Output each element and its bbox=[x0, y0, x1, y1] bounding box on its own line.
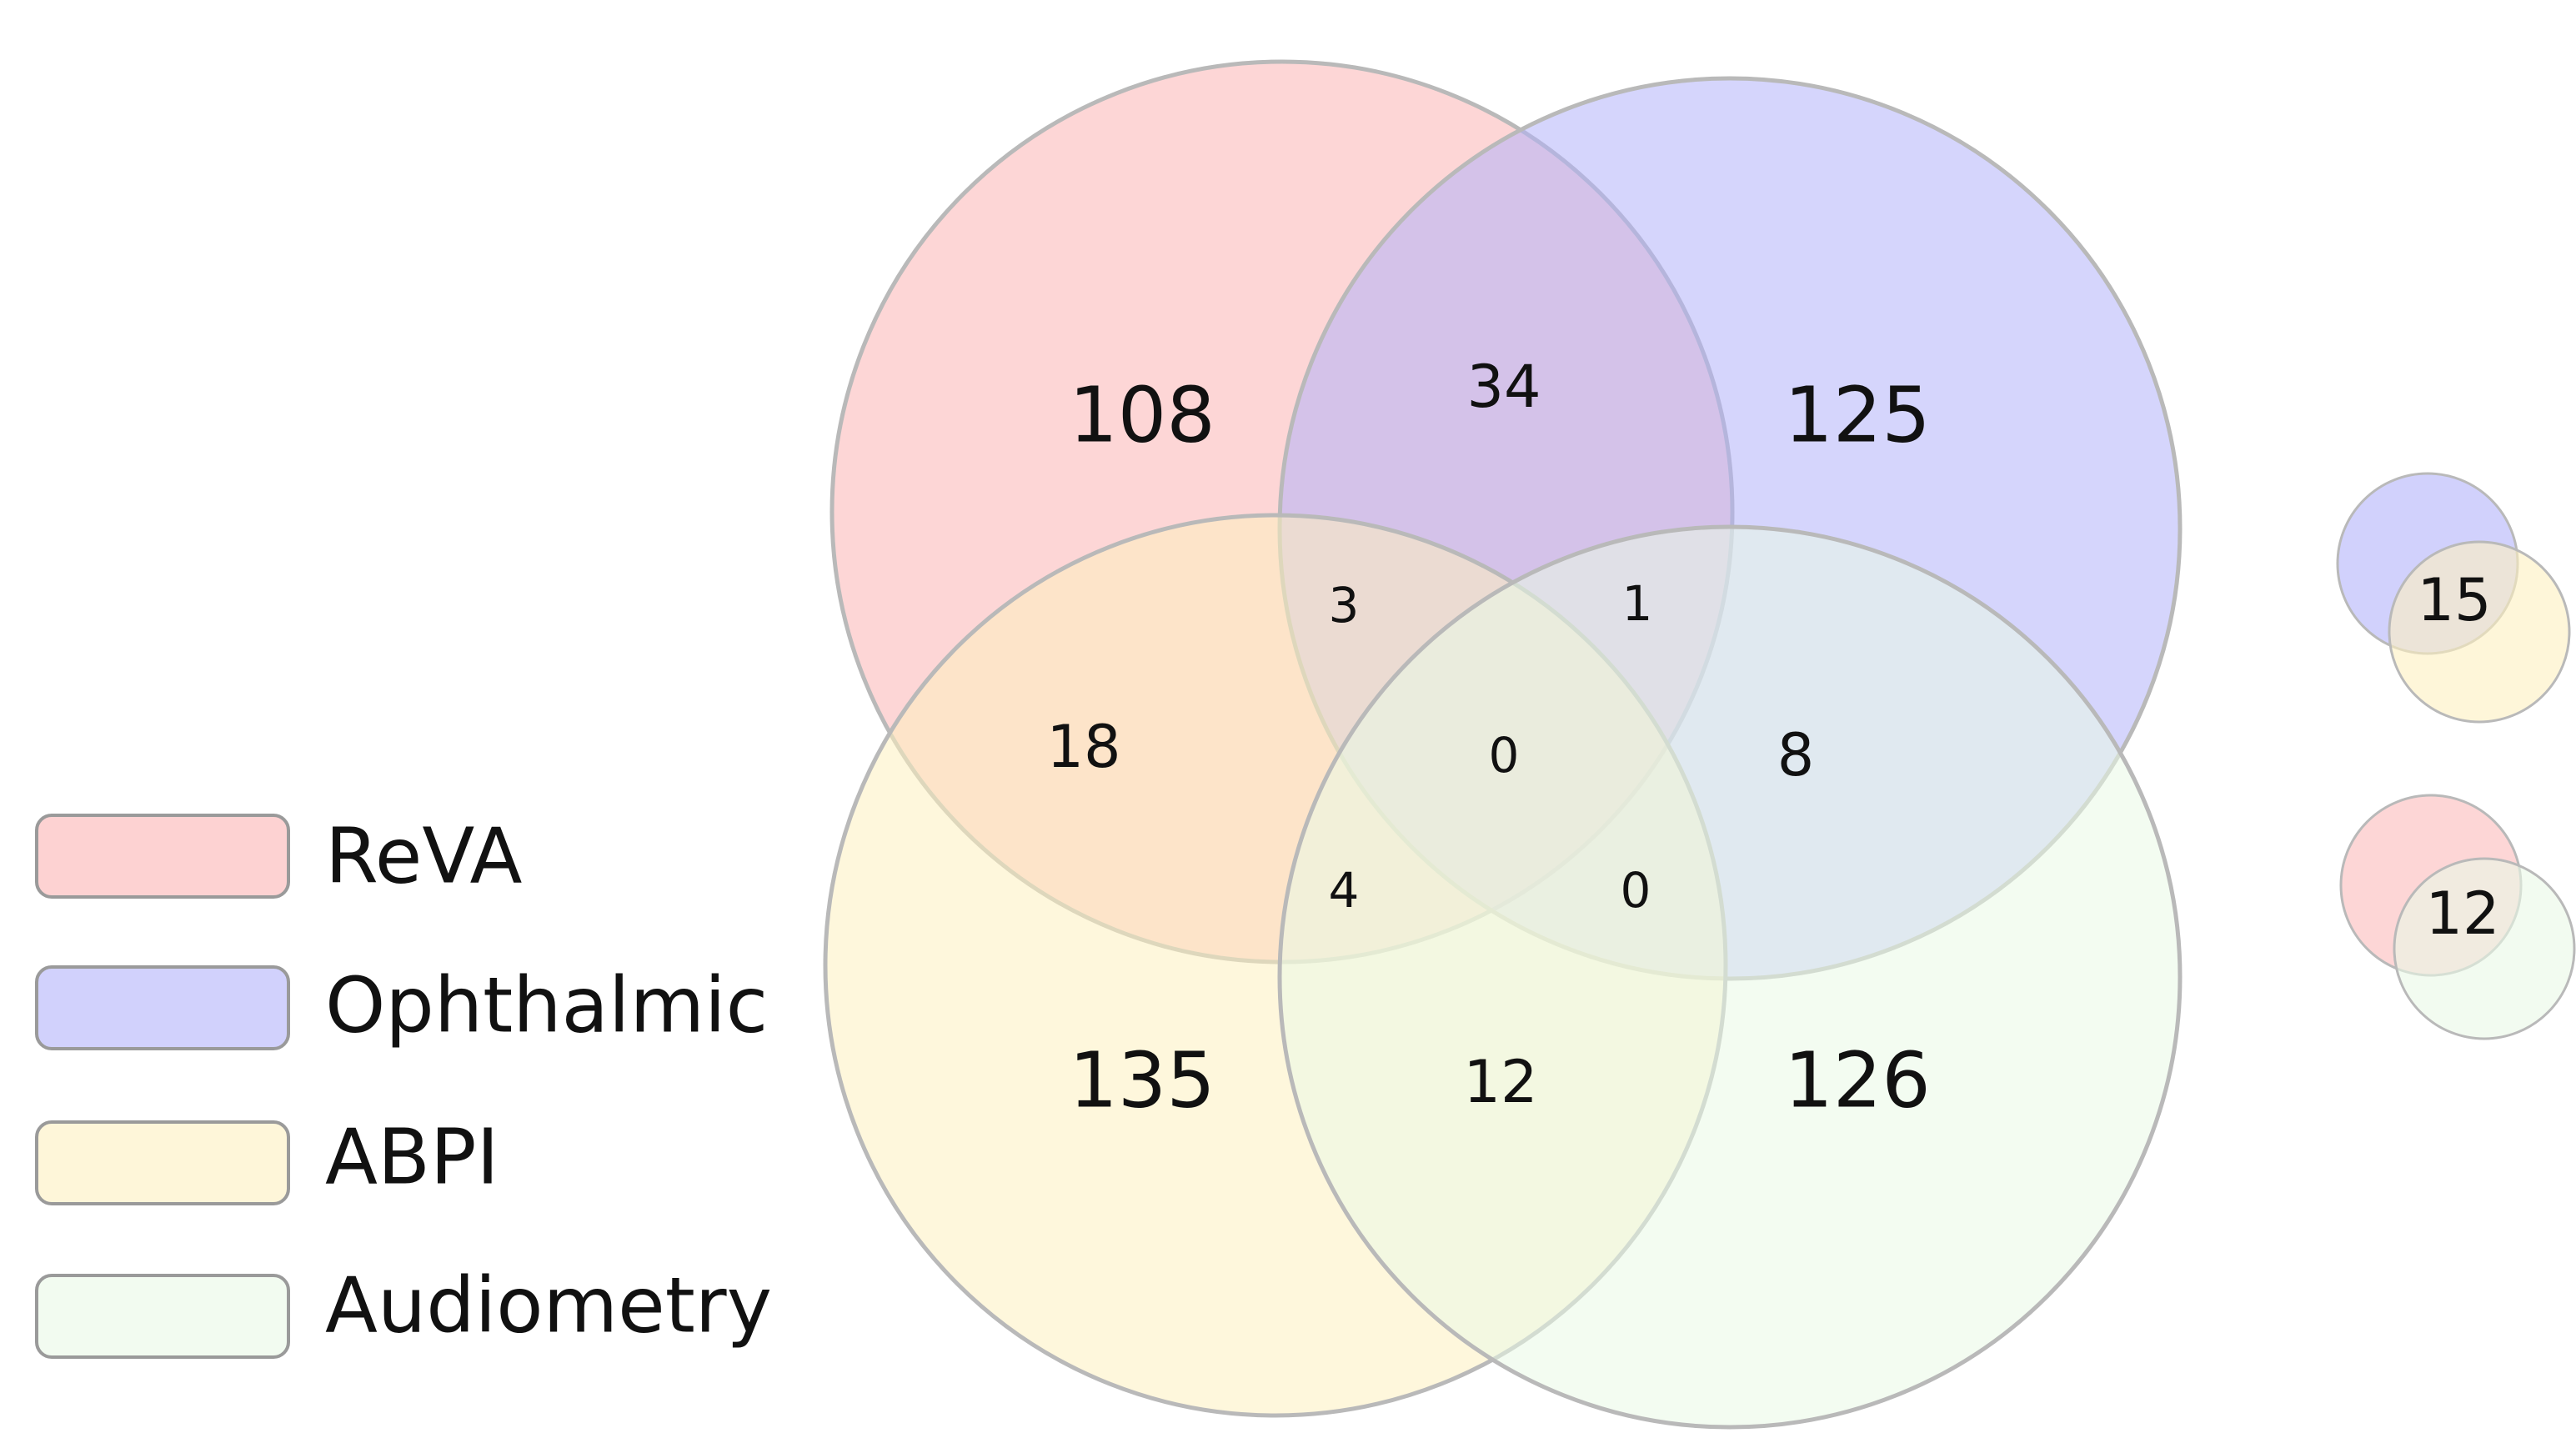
side-audiometry-circle bbox=[2393, 857, 2576, 1040]
side-venn-reva-audiometry: 12 bbox=[2339, 794, 2576, 1040]
legend-item-reva: ReVA bbox=[35, 812, 522, 901]
legend-item-abpi: ABPI bbox=[35, 1113, 499, 1205]
count-ophthalmic-audiometry: 8 bbox=[1777, 721, 1815, 789]
legend-item-audiometry: Audiometry bbox=[35, 1261, 772, 1359]
count-audiometry-only: 126 bbox=[1784, 1036, 1931, 1125]
count-ophthalmic-abpi: 15 bbox=[2417, 566, 2491, 634]
legend-swatch-ophthalmic bbox=[35, 965, 290, 1050]
count-reva-audiometry: 12 bbox=[2425, 879, 2499, 948]
count-reva-only: 108 bbox=[1069, 371, 1215, 460]
legend-swatch-abpi bbox=[35, 1120, 290, 1205]
count-ophthalmic-only: 125 bbox=[1784, 371, 1931, 460]
legend-swatch-reva bbox=[35, 814, 290, 899]
count-all-four: 0 bbox=[1489, 727, 1520, 784]
count-reva-abpi: 18 bbox=[1046, 713, 1120, 781]
audiometry-circle bbox=[1277, 524, 2183, 1430]
count-ophthalmic-abpi-audiometry: 0 bbox=[1621, 862, 1651, 919]
legend-item-ophthalmic: Ophthalmic bbox=[35, 961, 768, 1050]
side-venn-ophthalmic-abpi: 15 bbox=[2336, 472, 2571, 724]
count-reva-abpi-audiometry: 4 bbox=[1329, 862, 1360, 919]
count-reva-ophthalmic: 34 bbox=[1466, 353, 1541, 421]
legend-label-reva: ReVA bbox=[325, 812, 522, 901]
main-venn bbox=[823, 59, 2183, 1430]
legend-label-abpi: ABPI bbox=[325, 1113, 499, 1202]
count-abpi-only: 135 bbox=[1069, 1036, 1215, 1125]
region-counts: 108 125 135 126 34 18 8 12 3 1 0 4 0 bbox=[1046, 353, 1930, 1125]
legend-label-audiometry: Audiometry bbox=[325, 1261, 772, 1350]
legend-swatch-audiometry bbox=[35, 1274, 290, 1359]
count-abpi-audiometry: 12 bbox=[1463, 1048, 1537, 1116]
count-reva-ophthalmic-abpi: 3 bbox=[1329, 577, 1360, 634]
legend: ReVA Ophthalmic ABPI Audiometry bbox=[35, 812, 772, 1359]
side-abpi-circle bbox=[2388, 540, 2571, 724]
legend-label-ophthalmic: Ophthalmic bbox=[325, 961, 768, 1050]
count-reva-ophthalmic-audiometry: 1 bbox=[1622, 575, 1653, 632]
